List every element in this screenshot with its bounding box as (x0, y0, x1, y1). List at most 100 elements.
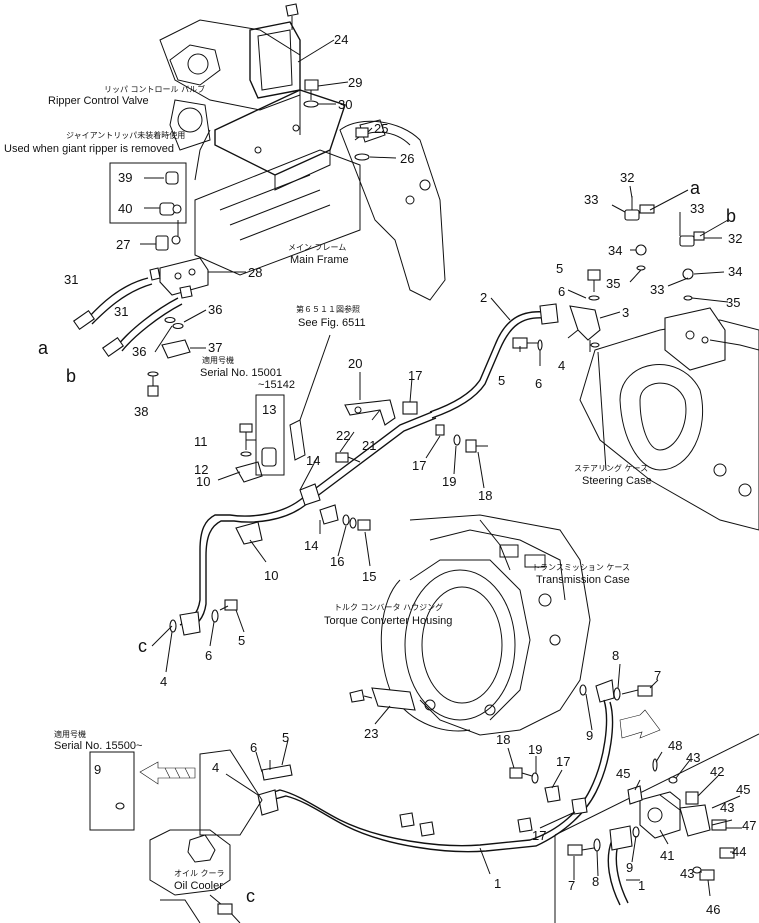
caption-serial1-jp: 適用号機 (202, 355, 234, 365)
caption-oilcooler-jp: オイル クーラ (174, 869, 225, 878)
part-number: 45 (616, 766, 630, 781)
part-number: 19 (528, 742, 542, 757)
part-number: 4 (160, 674, 167, 689)
part-number: 6 (205, 648, 212, 663)
caption-seefig-jp: 第６５１１図参照 (296, 304, 360, 314)
part-number: 45 (736, 782, 750, 797)
part-number: 3 (622, 305, 629, 320)
bolt-38 (147, 371, 159, 397)
part-number: 7 (568, 878, 575, 893)
part-number: 2 (480, 290, 487, 305)
detail-box-13 (255, 394, 285, 476)
part-number: 13 (262, 402, 276, 417)
part-number: 25 (374, 121, 388, 136)
caption-torque-en: Torque Converter Housing (324, 615, 452, 627)
washer-26 (354, 153, 370, 161)
flange-left (169, 599, 238, 636)
cap-37 (161, 339, 191, 359)
fitting-27 (155, 220, 181, 251)
bolt-7-upper (613, 685, 653, 701)
caption-mainframe-en: Main Frame (290, 254, 349, 266)
part-number: 5 (238, 633, 245, 648)
part-number: 21 (362, 438, 376, 453)
caption-steering-en: Steering Case (582, 475, 652, 487)
flange-9-upper (579, 679, 615, 703)
bolt-18-lower (509, 767, 539, 784)
part-number: 36 (208, 302, 222, 317)
part-number: 34 (608, 243, 622, 258)
part-number: 18 (496, 732, 510, 747)
block-28 (149, 257, 209, 299)
bolt-18-upper (453, 434, 488, 453)
hose-31-lower (101, 297, 183, 358)
caption-giant-jp: ジャイアントリッパ未装着時使用 (66, 130, 185, 140)
bolt-22 (335, 452, 361, 463)
part-number: 15 (362, 569, 376, 584)
part-number: 39 (118, 170, 132, 185)
part-number: 32 (728, 231, 742, 246)
caption-giant-en: Used when giant ripper is removed (4, 143, 174, 155)
fitting-40 (159, 202, 182, 216)
part-number: 38 (134, 404, 148, 419)
fitting-32-b (679, 231, 705, 247)
part-number: 24 (334, 32, 348, 47)
part-number: 1 (494, 876, 501, 891)
part-number: 17 (408, 368, 422, 383)
part-number: 1 (638, 878, 645, 893)
clamp-17-upper (402, 401, 445, 436)
part-number: 34 (728, 264, 742, 279)
caption-seefig-en: See Fig. 6511 (298, 317, 366, 329)
washer-30 (303, 100, 319, 108)
part-number: 46 (706, 902, 720, 917)
arrow-right-down (619, 709, 661, 739)
part-number: 47 (742, 818, 756, 833)
pipe-2 (429, 303, 559, 419)
oring-35 (636, 265, 693, 301)
bracket-24 (214, 3, 346, 191)
ref-letter-a-left: a (38, 338, 49, 358)
part-number: 6 (250, 740, 257, 755)
part-number: 22 (336, 428, 350, 443)
part-number: 10 (264, 568, 278, 583)
part-number: 5 (498, 373, 505, 388)
nut-34 (635, 244, 694, 280)
part-number: 9 (626, 860, 633, 875)
pipe-main-lower (264, 699, 614, 853)
part-number: 9 (94, 762, 101, 777)
part-number: 33 (584, 192, 598, 207)
bolt-5-top (587, 269, 601, 301)
caption-mainframe-jp: メイン フレーム (288, 243, 346, 252)
leader-lines (140, 39, 742, 897)
part-number: 28 (248, 265, 262, 280)
bolt-29 (304, 79, 319, 100)
caption-trans-jp: トランスミッション ケース (532, 563, 630, 572)
part-number: 26 (400, 151, 414, 166)
part-number: 6 (535, 376, 542, 391)
main-frame (194, 119, 446, 301)
clamp-10-lower (235, 521, 263, 545)
bolt-11 (239, 423, 253, 457)
caption-serial2-jp: 適用号機 (54, 729, 86, 739)
part-number: 12 (194, 462, 208, 477)
part-number: 43 (720, 800, 734, 815)
washers-15-16 (342, 514, 371, 531)
part-number: 41 (660, 848, 674, 863)
pipe-main-upper (179, 411, 437, 632)
clamps-17-lower (399, 785, 588, 837)
arrow-left (139, 761, 196, 785)
part-number: 20 (348, 356, 362, 371)
part-number: 8 (612, 648, 619, 663)
part-number: 8 (592, 874, 599, 889)
part-number: 42 (710, 764, 724, 779)
part-number: 33 (690, 201, 704, 216)
part-number: 6 (558, 284, 565, 299)
caption-torque-jp: トルク コンバータ ハウジング (334, 602, 443, 612)
caption-ripper-en: Ripper Control Valve (48, 95, 149, 107)
detail-box-41-48 (554, 733, 759, 923)
bracket-see-fig (289, 334, 331, 461)
part-number: 18 (478, 488, 492, 503)
part-number: 31 (114, 304, 128, 319)
part-number: 4 (558, 358, 565, 373)
part-number: 14 (306, 453, 320, 468)
elbow-3 (569, 305, 601, 352)
